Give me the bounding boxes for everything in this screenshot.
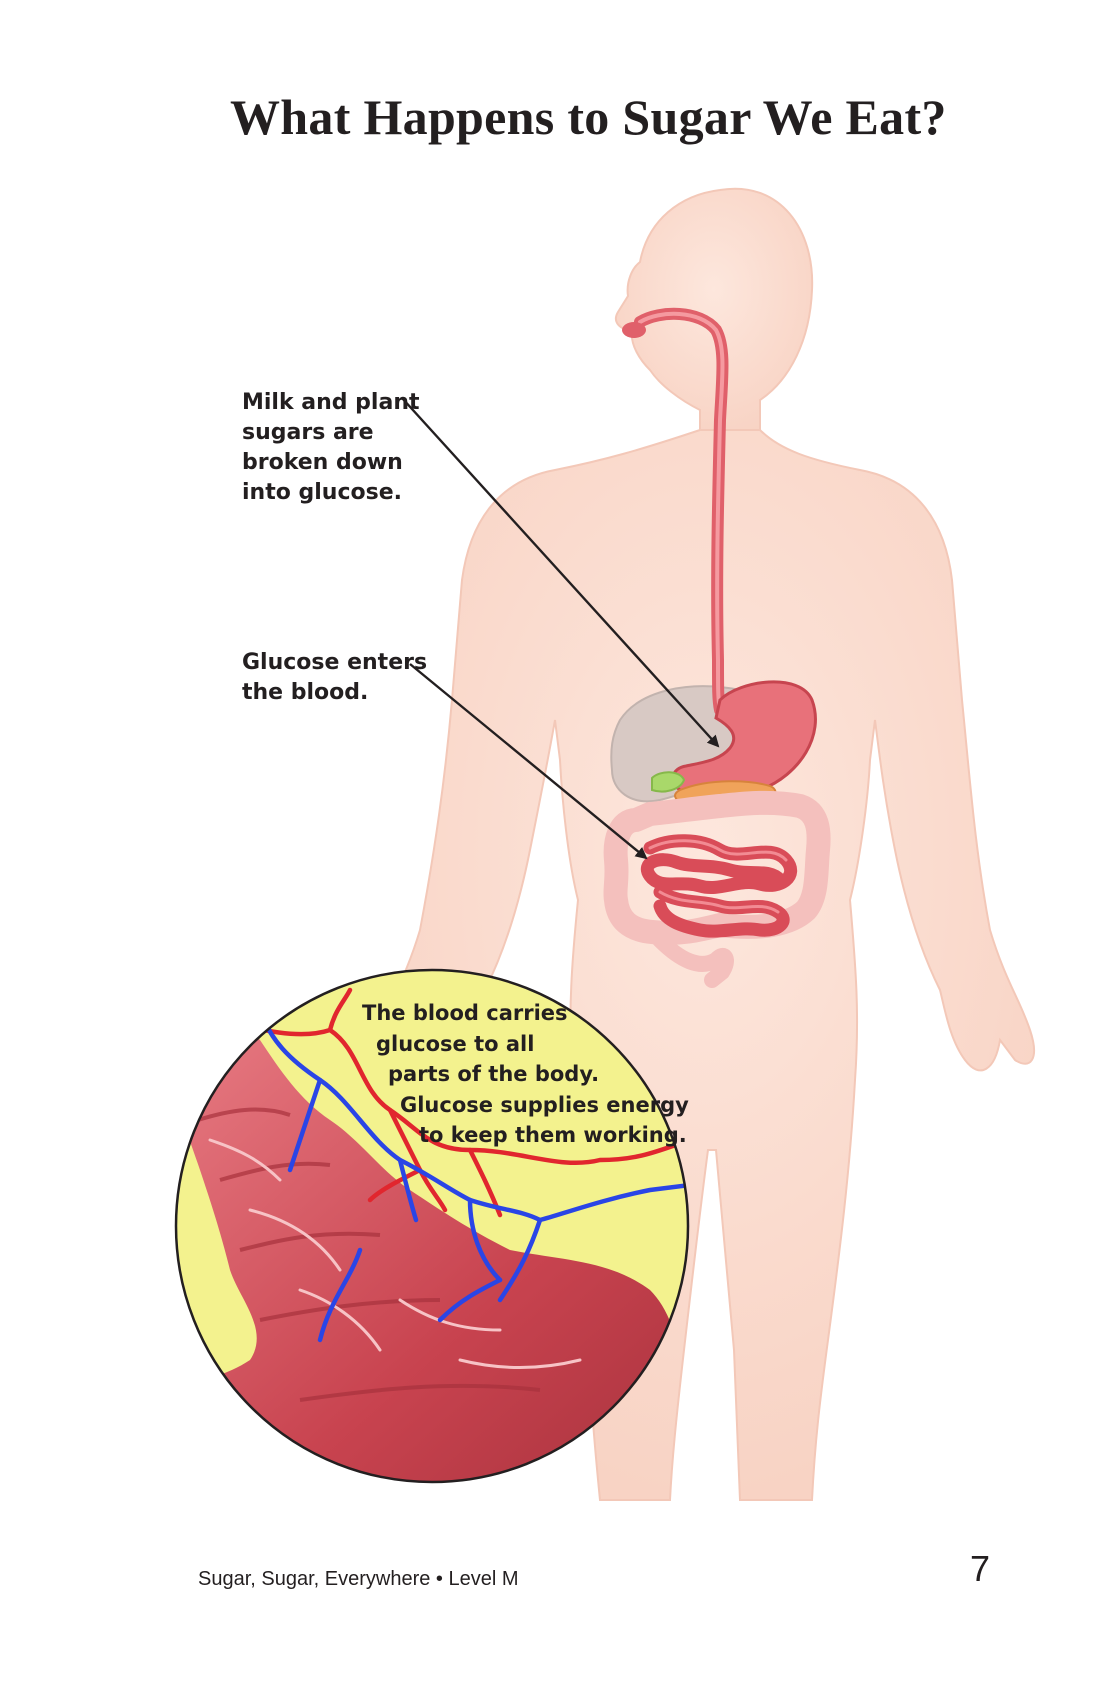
inset-caption-line: Glucose supplies energy	[400, 1092, 689, 1117]
footer-book-title: Sugar, Sugar, Everywhere • Level M	[198, 1568, 519, 1590]
callout-sugar-breakdown: Milk and plant sugars are broken down in…	[242, 388, 420, 508]
callout-line: Glucose enters	[242, 650, 428, 675]
callout-line: broken down	[242, 450, 403, 475]
callout-glucose-enters-blood: Glucose enters the blood.	[242, 648, 427, 708]
inset-caption: The blood carries glucose to all parts o…	[362, 998, 689, 1151]
callout-line: Milk and plant	[242, 390, 420, 415]
inset-caption-line: parts of the body.	[388, 1062, 600, 1086]
magnified-inset	[174, 968, 690, 1484]
inset-caption-line: The blood carries	[362, 1001, 568, 1025]
mouth	[622, 322, 646, 338]
arrow-to-intestine	[409, 663, 648, 860]
veins	[257, 1007, 688, 1343]
page-title: What Happens to Sugar We Eat?	[230, 89, 947, 145]
gallbladder	[651, 771, 686, 793]
magnified-intestine	[176, 1029, 688, 1482]
callout-line: sugars are	[242, 420, 374, 445]
arrow-to-stomach	[401, 397, 720, 748]
callout-line: the blood.	[242, 680, 369, 705]
page-number: 7	[970, 1548, 991, 1589]
inset-caption-line: to keep them working.	[419, 1123, 687, 1147]
callout-line: into glucose.	[242, 480, 402, 505]
inset-caption-line: glucose to all	[376, 1031, 535, 1056]
